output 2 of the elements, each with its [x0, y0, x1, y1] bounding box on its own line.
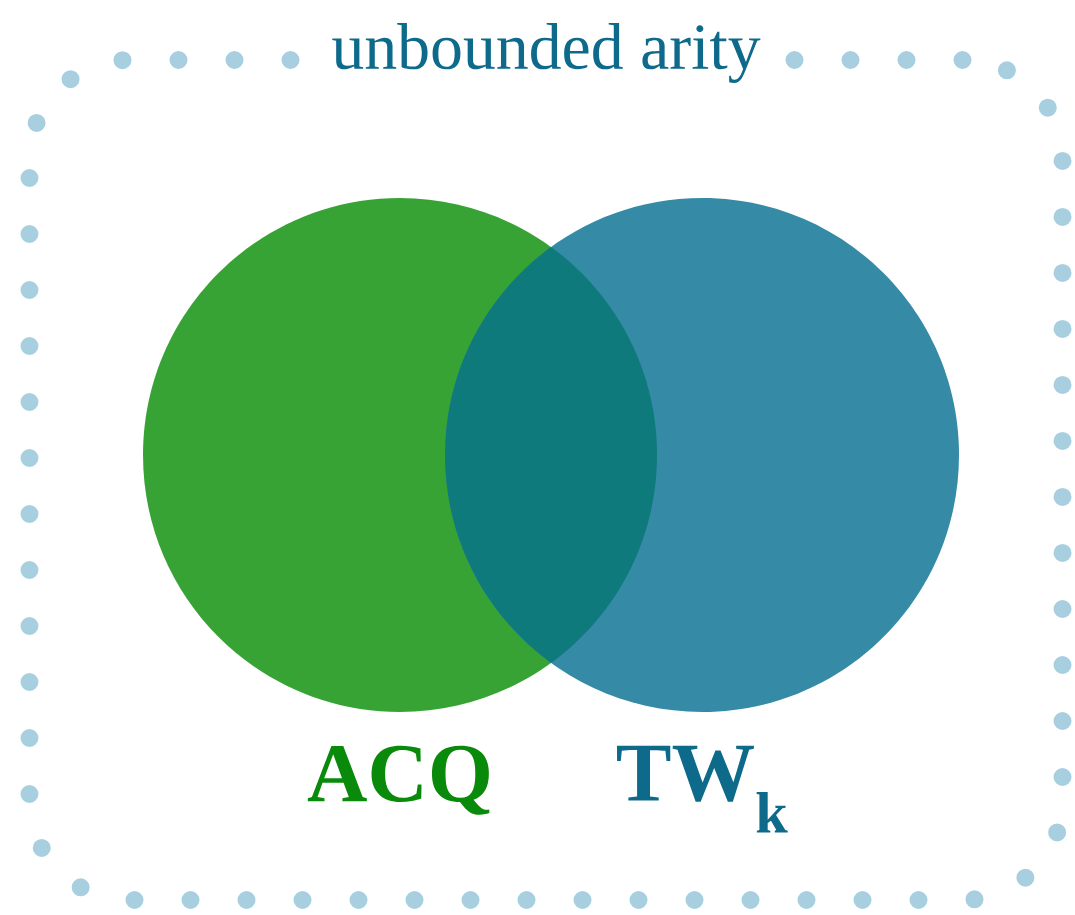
node-label: ACQ: [307, 745, 490, 815]
node-label: TW$_{k}$: [617, 745, 788, 833]
